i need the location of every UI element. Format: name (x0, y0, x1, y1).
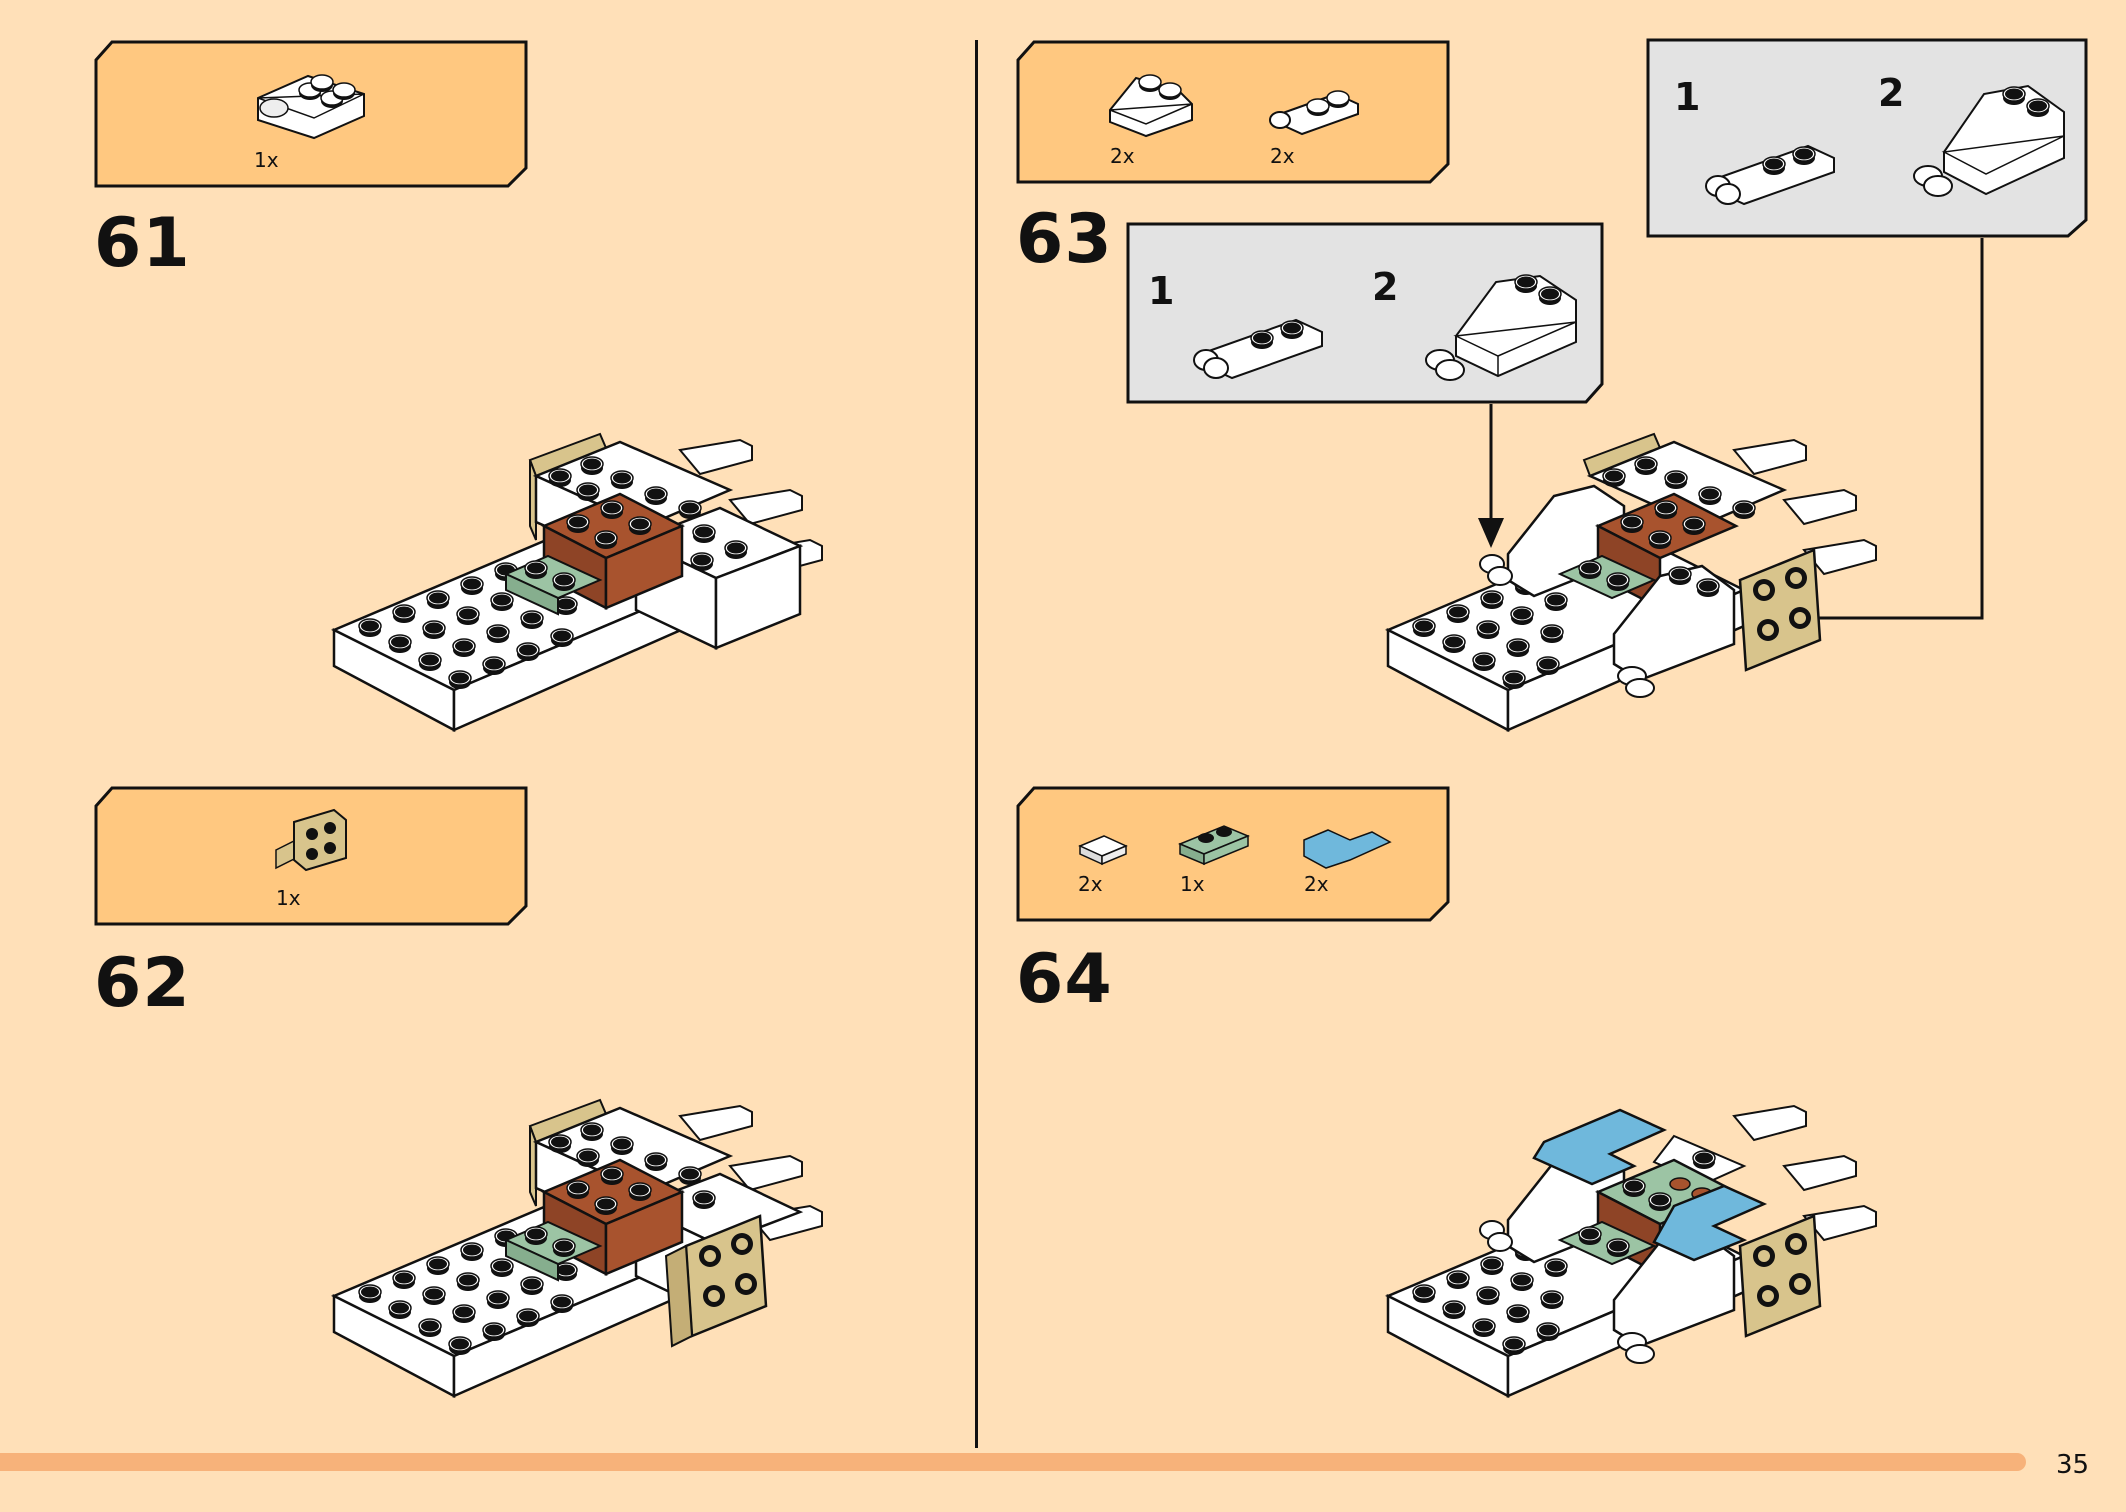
subassembly-box-a: 1 2 (1126, 222, 1604, 404)
substep-number: 1 (1148, 269, 1175, 313)
part-qty: 1x (254, 148, 279, 172)
clip-slope-substep-icon (1425, 274, 1577, 381)
parts-box-frame (1016, 40, 1450, 184)
white-bracket-plate-icon (257, 74, 365, 140)
part-qty: 2x (1270, 144, 1295, 168)
part-qty: 1x (276, 886, 301, 910)
clip-plate-substep-icon (1705, 144, 1835, 206)
page-divider (975, 40, 978, 1448)
white-clip-plate-icon (1269, 90, 1359, 136)
model-step-62 (331, 1098, 823, 1399)
parts-box-step-64: 2x 1x 2x (1016, 786, 1450, 922)
parts-box-step-63: 2x 2x (1016, 40, 1450, 184)
subassembly-box-b: 1 2 (1646, 38, 2088, 238)
substep-number: 2 (1878, 71, 1905, 115)
model-step-64 (1385, 1104, 1877, 1399)
sand-green-plate-icon (1178, 825, 1250, 866)
step-number-63: 63 (1016, 200, 1113, 279)
white-tile-icon (1078, 835, 1128, 866)
model-step-63 (1385, 432, 1877, 733)
clip-slope-substep-icon (1913, 84, 2065, 197)
parts-box-step-62: 1x (94, 786, 528, 926)
step-number-61: 61 (94, 204, 191, 283)
arrow-head-down-icon (1478, 518, 1504, 548)
part-qty: 1x (1180, 872, 1205, 896)
page-number: 35 (2056, 1450, 2090, 1480)
white-slope-icon (1109, 74, 1193, 138)
footer-progress-bar (0, 1453, 2026, 1471)
parts-box-step-61: 1x (94, 40, 528, 188)
azure-corner-tile-icon (1303, 829, 1392, 869)
substep-number: 1 (1674, 75, 1701, 119)
substep-number: 2 (1372, 265, 1399, 309)
step-number-62: 62 (94, 944, 191, 1023)
tan-bracket-2x2-icon (275, 808, 347, 872)
arrow-line-b (1772, 238, 1984, 620)
parts-box-frame (1016, 786, 1450, 922)
part-qty: 2x (1304, 872, 1329, 896)
step-number-64: 64 (1016, 940, 1113, 1019)
model-step-61 (331, 432, 823, 733)
clip-plate-substep-icon (1193, 318, 1323, 380)
part-qty: 2x (1110, 144, 1135, 168)
part-qty: 2x (1078, 872, 1103, 896)
